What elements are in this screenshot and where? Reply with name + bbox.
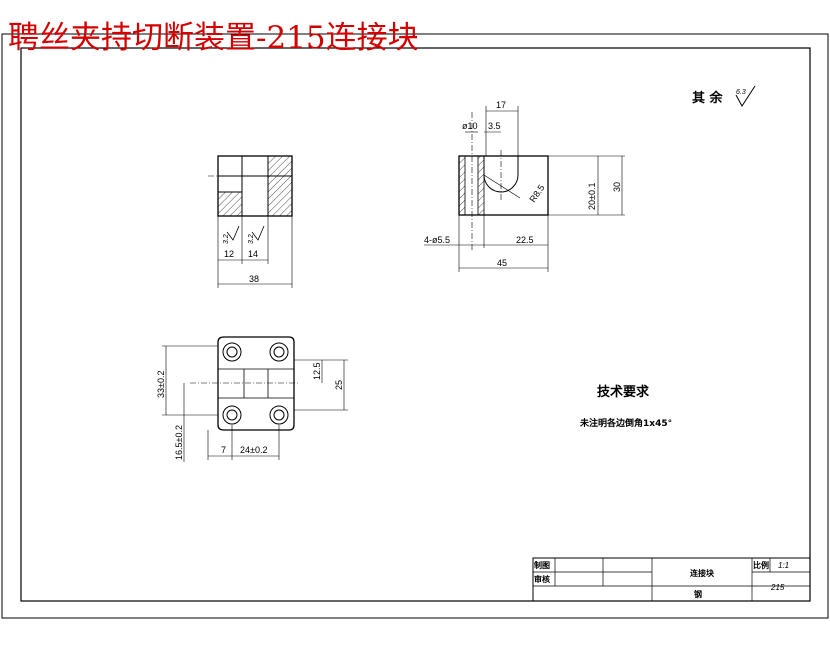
drawing-title: 聘丝夹持切断装置-215连接块 <box>8 20 419 56</box>
side-dim-45: 45 <box>497 258 507 268</box>
tb-drawing-no: 215 <box>770 583 785 592</box>
side-dim-r8: R8.5 <box>527 183 546 204</box>
front-dim-38: 38 <box>249 274 259 284</box>
tech-requirements-line1: 未注明各边倒角1x45° <box>579 417 672 429</box>
front-dim-14: 14 <box>248 249 258 259</box>
side-dim-3-5: 3.5 <box>488 121 501 131</box>
roughness-symbol-icon <box>735 85 756 107</box>
roughness-mark-a-icon <box>226 225 240 241</box>
inner-frame <box>20 47 811 602</box>
front-rough-a: 3.2 <box>223 234 230 244</box>
tb-scale-value: 1:1 <box>778 561 789 570</box>
outer-border <box>1 33 829 619</box>
top-dim-16-5: 16.5±0.2 <box>174 425 184 460</box>
roughness-note-label: 其 余 <box>692 90 724 106</box>
side-dim-20: 20±0.1 <box>587 183 597 210</box>
front-rough-b: 3.2 <box>248 234 255 244</box>
top-dim-12-5: 12.5 <box>312 362 322 380</box>
front-dim-12: 12 <box>224 249 234 259</box>
tb-drawn-label: 制图 <box>534 560 550 570</box>
front-view: 3.2 3.2 12 14 38 <box>208 155 293 288</box>
side-dim-d10: ø10 <box>462 121 478 131</box>
tb-material: 钢 <box>694 589 702 599</box>
hole-br <box>269 405 289 425</box>
top-dim-33: 33±0.2 <box>156 371 166 398</box>
tb-checked-label: 审核 <box>534 574 550 584</box>
side-dim-30: 30 <box>612 182 622 192</box>
side-view: 17 ø10 3.5 R8.5 20±0.1 30 4-ø5.5 22.5 45 <box>424 100 625 272</box>
top-dim-7: 7 <box>221 445 226 455</box>
tech-requirements-heading: 技术要求 <box>597 384 650 400</box>
title-block: 制图 审核 连接块 钢 比例 1:1 215 <box>532 557 811 602</box>
tb-scale-label: 比例 <box>753 560 769 570</box>
roughness-mark-b-icon <box>251 225 265 241</box>
top-dim-25: 25 <box>334 380 344 390</box>
hole-tr <box>269 342 289 362</box>
roughness-note-value: 6.3 <box>736 89 746 96</box>
side-dim-22-5: 22.5 <box>516 235 534 245</box>
side-dim-holes: 4-ø5.5 <box>424 235 450 245</box>
tech-requirements: 技术要求 未注明各边倒角1x45° <box>579 384 672 429</box>
hole-tl <box>222 342 242 362</box>
top-view: 33±0.2 16.5±0.2 12.5 25 7 24±0.2 <box>156 336 348 462</box>
side-dim-17: 17 <box>496 100 506 110</box>
hole-bl <box>222 405 242 425</box>
top-dim-24: 24±0.2 <box>240 445 267 455</box>
tb-part-name: 连接块 <box>690 568 715 578</box>
roughness-note: 其 余 6.3 <box>692 85 756 107</box>
